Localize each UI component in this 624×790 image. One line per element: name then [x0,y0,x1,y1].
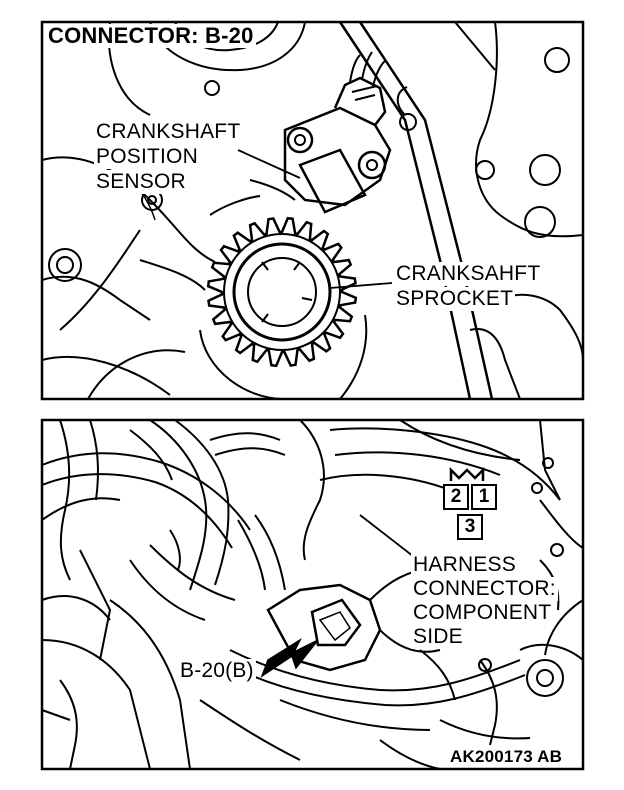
harness-label-line-3: COMPONENT [411,601,554,625]
harness-label-line-2: CONNECTOR: [411,577,558,601]
figure-code: AK200173 AB [450,747,563,766]
diagram-title: CONNECTOR: B-20 [46,23,256,48]
bottom-panel [40,418,585,771]
sprocket-label-line-2: SPROCKET [394,287,516,311]
harness-label-line-4: SIDE [411,625,465,649]
connector-tab-icon [449,466,485,481]
sensor-label-line-1: CRANKSHAFT [94,120,243,144]
harness-label-line-1: HARNESS [411,553,518,577]
connector-pin-2: 2 [443,484,469,510]
sprocket-label-line-1: CRANKSAHFT [394,262,543,286]
sensor-label-line-3: SENSOR [94,170,188,194]
top-panel [40,20,585,401]
connector-reference-label: B-20(B) [178,659,256,683]
sensor-label-line-2: POSITION [94,145,200,169]
connector-pin-3: 3 [457,514,483,540]
connector-pin-1: 1 [471,484,497,510]
